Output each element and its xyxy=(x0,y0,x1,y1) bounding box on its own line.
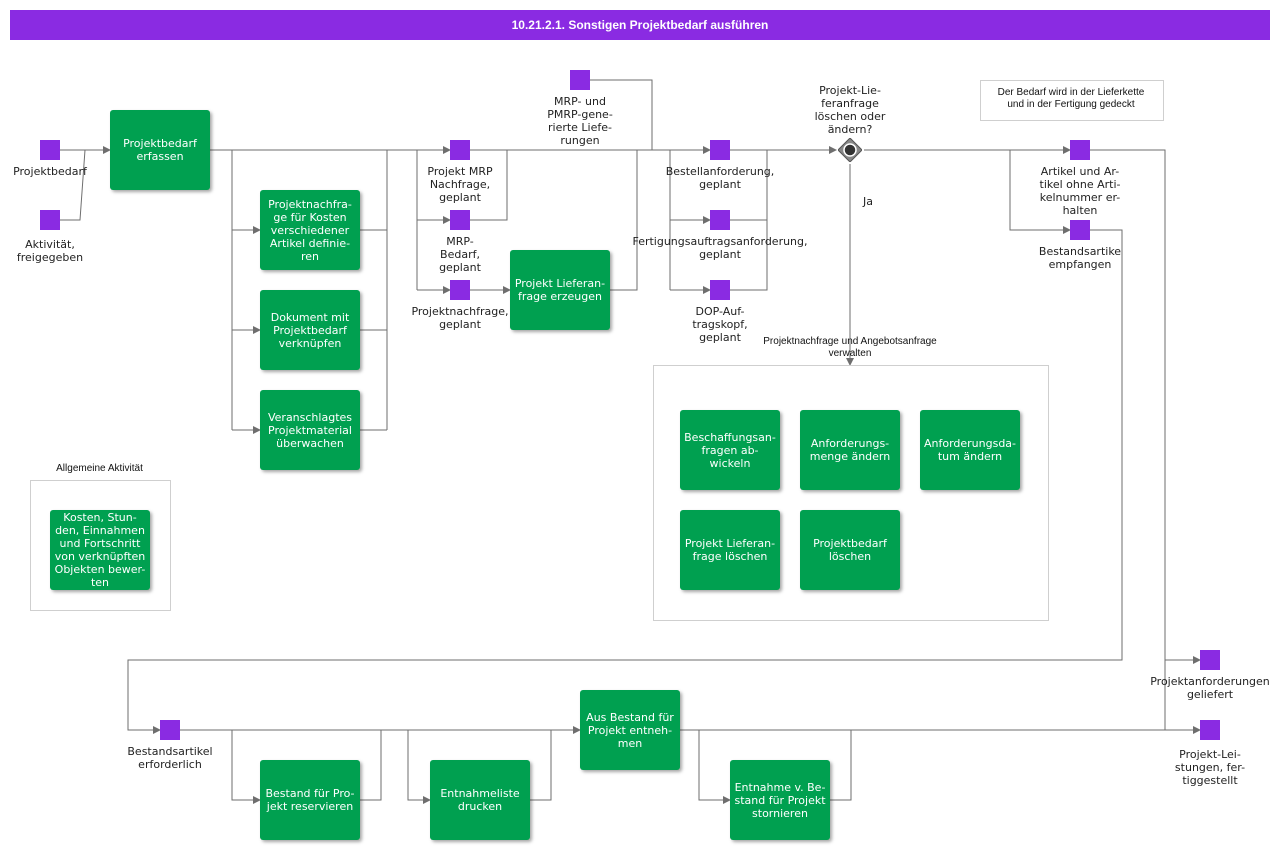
activity-projektbedarf-loeschen[interactable]: Projektbedarf löschen xyxy=(800,510,900,590)
event-projektanforderungen-geliefert[interactable] xyxy=(1200,650,1220,670)
event-aktivitaet-freigegeben[interactable] xyxy=(40,210,60,230)
event-fertigungsauftragsanforderung[interactable] xyxy=(710,210,730,230)
event-dop-auftragskopf[interactable] xyxy=(710,280,730,300)
label-dop-auftragskopf: DOP-Auf- tragskopf, geplant xyxy=(692,305,748,344)
label-mrp-pmrp-lieferungen: MRP- und PMRP-gene- rierte Liefe- rungen xyxy=(547,95,613,147)
note-lieferkette-box xyxy=(980,80,1164,121)
angebotsanfrage-label: Projektnachfrage und Angebotsanfrage ver… xyxy=(763,336,937,359)
allgemeine-aktivitaet-label: Allgemeine Aktivität xyxy=(56,463,143,474)
label-projektanforderungen-geliefert: Projektanforderungen geliefert xyxy=(1150,675,1270,701)
event-projekt-leistungen[interactable] xyxy=(1200,720,1220,740)
label-fertigungsauftragsanforderung: Fertigungsauftragsanforderung, geplant xyxy=(632,235,808,261)
diagram-title: 10.21.2.1. Sonstigen Projektbedarf ausfü… xyxy=(10,10,1270,40)
activity-projektnachfrage-definieren[interactable]: Projektnachfra- ge für Kosten verschiede… xyxy=(260,190,360,270)
label-mrp-bedarf: MRP- Bedarf, geplant xyxy=(439,235,481,274)
event-projektbedarf[interactable] xyxy=(40,140,60,160)
activity-aus-bestand-entnehmen[interactable]: Aus Bestand für Projekt entneh- men xyxy=(580,690,680,770)
activity-projektbedarf-erfassen[interactable]: Projektbedarf erfassen xyxy=(110,110,210,190)
event-mrp-pmrp-lieferungen[interactable] xyxy=(570,70,590,90)
label-projekt-mrp-nachfrage: Projekt MRP Nachfrage, geplant xyxy=(427,165,493,204)
activity-entnahmeliste-drucken[interactable]: Entnahmeliste drucken xyxy=(430,760,530,840)
decision-gateway[interactable] xyxy=(838,138,862,162)
activity-lieferanfrage-loeschen[interactable]: Projekt Lieferan- frage löschen xyxy=(680,510,780,590)
label-projektbedarf: Projektbedarf xyxy=(13,165,87,178)
event-bestandsartikel-empfangen[interactable] xyxy=(1070,220,1090,240)
activity-entnahme-stornieren[interactable]: Entnahme v. Be- stand für Projekt storni… xyxy=(730,760,830,840)
event-bestandsartikel-erforderlich[interactable] xyxy=(160,720,180,740)
gateway-question: Projekt-Lie- feranfrage löschen oder änd… xyxy=(814,84,886,136)
label-bestandsartikel-empfangen: Bestandsartike empfangen xyxy=(1038,245,1122,271)
event-bestellanforderung[interactable] xyxy=(710,140,730,160)
activity-beschaffungsanfragen[interactable]: Beschaffungsan- fragen ab- wickeln xyxy=(680,410,780,490)
activity-lieferanfrage-erzeugen[interactable]: Projekt Lieferan- frage erzeugen xyxy=(510,250,610,330)
event-projekt-mrp-nachfrage[interactable] xyxy=(450,140,470,160)
label-bestellanforderung: Bestellanforderung, geplant xyxy=(665,165,775,191)
activity-anforderungsdatum[interactable]: Anforderungsda- tum ändern xyxy=(920,410,1020,490)
gateway-yes-label: Ja xyxy=(863,195,873,208)
event-artikel-erhalten[interactable] xyxy=(1070,140,1090,160)
label-artikel-erhalten: Artikel und Ar- tikel ohne Arti- kelnumm… xyxy=(1039,165,1121,217)
activity-material-ueberwachen[interactable]: Veranschlagtes Projektmaterial überwache… xyxy=(260,390,360,470)
note-lieferkette: Der Bedarf wird in der Lieferkette und i… xyxy=(997,87,1145,110)
label-projekt-leistungen: Projekt-Lei- stungen, fer- tiggestellt xyxy=(1174,748,1246,787)
activity-kosten-bewerten[interactable]: Kosten, Stun- den, Einnahmen und Fortsch… xyxy=(50,510,150,590)
label-aktivitaet-freigegeben: Aktivität, freigegeben xyxy=(16,238,84,264)
event-mrp-bedarf[interactable] xyxy=(450,210,470,230)
activity-dokument-verknuepfen[interactable]: Dokument mit Projektbedarf verknüpfen xyxy=(260,290,360,370)
label-projektnachfrage-geplant: Projektnachfrage, geplant xyxy=(411,305,509,331)
label-bestandsartikel-erforderlich: Bestandsartikel erforderlich xyxy=(127,745,213,771)
activity-bestand-reservieren[interactable]: Bestand für Pro- jekt reservieren xyxy=(260,760,360,840)
activity-anforderungsmenge[interactable]: Anforderungs- menge ändern xyxy=(800,410,900,490)
event-projektnachfrage-geplant[interactable] xyxy=(450,280,470,300)
